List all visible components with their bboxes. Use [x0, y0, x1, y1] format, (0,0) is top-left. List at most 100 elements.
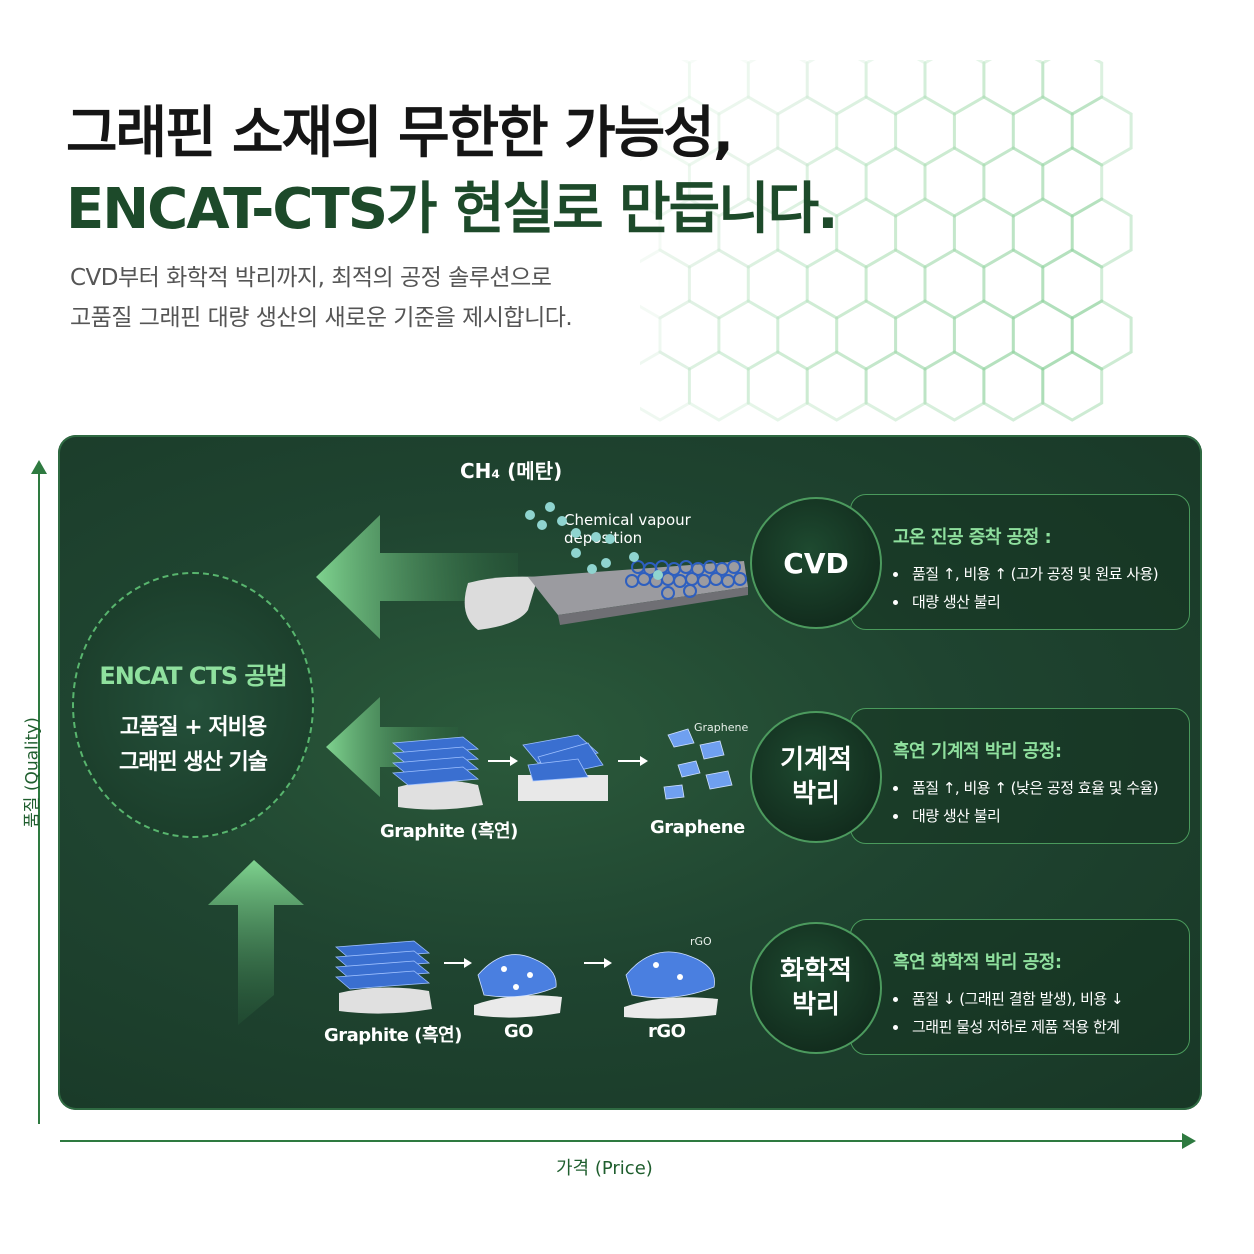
page-title-line2: ENCAT-CTS가 현실로 만듭니다.: [66, 177, 838, 242]
mech-circle-line1: 기계적: [780, 745, 852, 775]
lattice-hexagon: [982, 146, 1045, 218]
core-line2: 그래핀 생산 기술: [119, 750, 268, 775]
lattice-hexagon: [894, 299, 956, 371]
lattice-hexagon: [894, 197, 956, 269]
lattice-hexagon: [923, 248, 986, 320]
lattice-hexagon: [746, 248, 809, 320]
mech-heading: 흑연 기계적 박리 공정:: [893, 741, 1062, 762]
lattice-hexagon: [805, 146, 868, 218]
bullet-icon: [893, 814, 898, 819]
lattice-hexagon: [776, 197, 839, 269]
lattice-hexagon: [923, 146, 986, 218]
cvd-circle-line1: CVD: [783, 546, 849, 580]
direction-arrows: [208, 515, 518, 1025]
mech-small-graphene-label: Graphene: [694, 721, 749, 734]
lattice-hexagon: [746, 146, 809, 218]
lattice-hexagon: [864, 248, 927, 320]
method-circle-mechanical: 기계적 박리: [750, 711, 882, 843]
lattice-hexagon: [687, 60, 750, 116]
cvd-bullet1-text: 품질 ↑, 비용 ↑ (고가 공정 및 원료 사용): [912, 565, 1159, 583]
chem-small-rgo-label: rGO: [690, 935, 712, 948]
lattice-hexagon: [894, 95, 956, 167]
chem-heading: 흑연 화학적 박리 공정:: [893, 952, 1062, 973]
chem-up-arrow-icon: [208, 860, 304, 1025]
lattice-hexagon: [952, 299, 1015, 371]
lattice-hexagon: [746, 60, 809, 116]
chem-circle-line2: 박리: [792, 990, 840, 1020]
lattice-hexagon: [776, 299, 839, 371]
lattice-hexagon: [1041, 350, 1104, 422]
subtitle-line1: CVD부터 화학적 박리까지, 최적의 공정 솔루션으로: [70, 265, 552, 291]
method-circle-chemical: 화학적 박리: [750, 922, 882, 1054]
cvd-substrate-illustration: [464, 502, 748, 630]
lattice-hexagon: [952, 197, 1015, 269]
lattice-hexagon: [687, 146, 750, 218]
chem-rgo-label: rGO: [648, 1021, 686, 1042]
lattice-hexagon: [923, 60, 986, 116]
mech-bullet2: 대량 생산 불리: [893, 805, 1001, 826]
lattice-hexagon: [1070, 95, 1133, 167]
lattice-hexagon: [776, 95, 839, 167]
lattice-hexagon: [640, 350, 691, 422]
mech-left-arrow-icon: [326, 697, 458, 797]
price-axis-line: [60, 1140, 1188, 1142]
cvd-left-arrow-icon: [316, 515, 518, 639]
cvd-process-label-line2: deposition: [564, 529, 643, 547]
mech-circle-line2: 박리: [792, 779, 840, 809]
mech-bullet2-text: 대량 생산 불리: [912, 807, 1001, 825]
lattice-hexagon: [982, 248, 1045, 320]
bullet-icon: [893, 786, 898, 791]
bullet-icon: [893, 572, 898, 577]
cvd-bullet2: 대량 생산 불리: [893, 591, 1001, 612]
lattice-hexagon: [687, 248, 750, 320]
lattice-hexagon: [1011, 197, 1074, 269]
process-comparison-panel: ENCAT CTS 공법 고품질 + 저비용 그래핀 생산 기술 CH₄ (메탄…: [58, 435, 1202, 1110]
mechanical-exfoliation-illustration: [391, 728, 733, 810]
chemical-exfoliation-illustration: [335, 940, 718, 1019]
lattice-hexagon: [640, 60, 691, 116]
lattice-hexagon: [717, 95, 780, 167]
method-box-mechanical: 흑연 기계적 박리 공정: 품질 ↑, 비용 ↑ (낮은 공정 효율 및 수율)…: [850, 708, 1190, 844]
lattice-hexagon: [658, 299, 721, 371]
graphene-lattice-background: [640, 60, 1133, 422]
page-title-line1: 그래핀 소재의 무한한 가능성,: [66, 101, 734, 166]
lattice-hexagon: [805, 248, 868, 320]
chem-bullet1-text: 품질 ↓ (그래핀 결함 발생), 비용 ↓: [912, 990, 1124, 1008]
lattice-hexagon: [1070, 299, 1133, 371]
lattice-hexagon: [640, 146, 691, 218]
bullet-icon: [893, 1025, 898, 1030]
cvd-bullet2-text: 대량 생산 불리: [912, 593, 1001, 611]
lattice-hexagon: [1041, 146, 1104, 218]
lattice-hexagon: [717, 299, 780, 371]
lattice-hexagon: [687, 350, 750, 422]
lattice-hexagon: [835, 197, 898, 269]
bullet-icon: [893, 600, 898, 605]
lattice-hexagon: [864, 350, 927, 422]
chem-bullet2-text: 그래핀 물성 저하로 제품 적용 한계: [912, 1018, 1120, 1036]
lattice-hexagon: [640, 248, 691, 320]
quality-axis-arrow-icon: [31, 460, 47, 474]
ch4-label: CH₄ (메탄): [460, 459, 563, 483]
quality-axis-line: [38, 474, 40, 1124]
method-circle-cvd: CVD: [750, 497, 882, 629]
chem-go-label: GO: [504, 1021, 534, 1042]
lattice-hexagon: [658, 95, 721, 167]
chem-bullet2: 그래핀 물성 저하로 제품 적용 한계: [893, 1016, 1120, 1037]
lattice-hexagon: [746, 350, 809, 422]
chem-bullet1: 품질 ↓ (그래핀 결함 발생), 비용 ↓: [893, 988, 1124, 1009]
cvd-bullet1: 품질 ↑, 비용 ↑ (고가 공정 및 원료 사용): [893, 563, 1159, 584]
lattice-hexagon: [1070, 197, 1133, 269]
core-title: ENCAT CTS 공법: [99, 662, 287, 690]
bullet-icon: [893, 997, 898, 1002]
lattice-hexagon: [982, 60, 1045, 116]
lattice-hexagon: [1011, 95, 1074, 167]
mech-bullet1: 품질 ↑, 비용 ↑ (낮은 공정 효율 및 수율): [893, 777, 1159, 798]
chem-circle-line1: 화학적: [780, 956, 852, 986]
lattice-hexagon: [982, 350, 1045, 422]
chem-graphite-label: Graphite (흑연): [324, 1025, 462, 1046]
lattice-hexagon: [1011, 299, 1074, 371]
mech-bullet1-text: 품질 ↑, 비용 ↑ (낮은 공정 효율 및 수율): [912, 779, 1159, 797]
lattice-hexagon: [923, 350, 986, 422]
lattice-hexagon: [952, 95, 1015, 167]
mech-graphene-label: Graphene: [650, 817, 745, 838]
